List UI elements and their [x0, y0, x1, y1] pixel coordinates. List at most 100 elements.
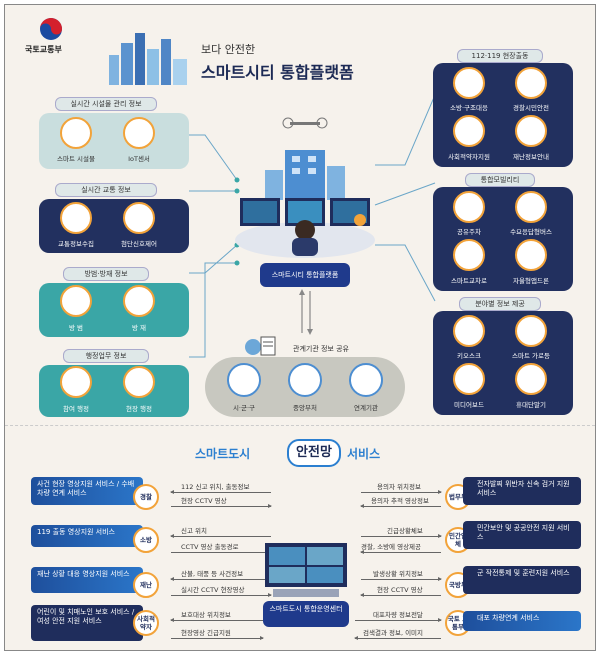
agency-3: 연계기관 — [354, 404, 378, 412]
right-service-1-arrow-2 — [360, 504, 441, 508]
right-section-1-item-1: 소방·구조대응 — [450, 104, 488, 112]
left-section-3-header: 방범·방재 정보 — [63, 267, 149, 281]
left-service-2-arrow-2 — [171, 550, 272, 554]
right-section-1-header: 112·119 현장출동 — [457, 49, 543, 63]
left-service-1-flow-2: 현장 CCTV 영상 — [181, 497, 227, 505]
section-divider — [5, 425, 595, 427]
agency-1: 시·군·구 — [232, 404, 256, 412]
mobile-device-icon — [515, 363, 547, 395]
platform-label: 스마트시티 통합플랫폼 — [271, 271, 339, 279]
right-service-3-flow-1: 발생상황 위치정보 — [373, 570, 423, 578]
taegeuk-icon — [40, 18, 62, 40]
right-section-2-item-3: 스마트교차로 — [451, 277, 487, 285]
shared-parking-icon — [453, 191, 485, 223]
left-service-2-badge: 소방 — [133, 527, 159, 553]
left-service-4-arrow-1 — [170, 618, 263, 622]
right-section-1-item-3: 사회적약자지원 — [448, 153, 490, 161]
right-service-2-arrow-2 — [360, 550, 441, 554]
right-section-2-item-2: 수요응답형버스 — [510, 228, 552, 236]
right-section-2-item-4: 자율형앱드론 — [513, 277, 549, 285]
left-section-1-item-1: 스마트 시설물 — [57, 155, 95, 163]
left-section-2-header: 실시간 교통 정보 — [55, 183, 157, 197]
right-service-3: 군 작전통제 및 훈련지원 서비스 — [463, 566, 581, 594]
service-title-core: 안전망 — [287, 439, 341, 467]
left-service-3-flow-2: 실시간 CCTV 현장영상 — [181, 586, 245, 594]
right-service-2-arrow-1 — [361, 534, 442, 538]
share-arrows — [299, 289, 313, 335]
central-gov-icon — [288, 363, 322, 397]
infographic-frame: 국토교통부 보다 안전한 스마트시티 통합플랫폼 실시간 시설물 관리 정보 스… — [4, 4, 596, 651]
right-section-3-item-4: 휴대단말기 — [516, 401, 546, 409]
left-section-3-item-2: 방 재 — [131, 324, 147, 332]
right-service-4-badge: 국토 교통부 — [445, 610, 471, 636]
field-admin-icon — [123, 366, 155, 398]
left-service-4-flow-2: 현장영상 긴급지원 — [181, 629, 231, 637]
left-section-1-header: 실시간 시설물 관리 정보 — [55, 97, 157, 111]
right-section-3-item-1: 키오스크 — [457, 352, 481, 360]
ops-center-label: 스마트도시 통합운영센터 — [269, 605, 343, 613]
right-section-2-header: 통합모빌리티 — [465, 173, 535, 187]
police-safety-icon — [515, 67, 547, 99]
vulnerable-support-icon — [453, 115, 485, 147]
platform-label-box: 스마트시티 통합플랫폼 — [260, 263, 350, 287]
local-gov-icon — [227, 363, 261, 397]
left-service-3-arrow-1 — [170, 577, 271, 581]
kiosk-icon — [453, 315, 485, 347]
left-service-3-arrow-2 — [171, 593, 272, 597]
service-title-post: 서비스 — [347, 447, 381, 461]
right-service-2-flow-2: 경찰, 소방에 영상제공 — [361, 543, 422, 551]
document-share-icon — [245, 336, 276, 356]
left-service-3: 재난 상황 대응 영상지원 서비스 — [31, 567, 143, 593]
right-section-3-item-3: 미디어보드 — [454, 401, 484, 409]
smart-intersection-icon — [453, 239, 485, 271]
disaster-info-icon — [515, 115, 547, 147]
right-service-1: 전자발찌 위반자 신속 검거 지원 서비스 — [463, 477, 581, 505]
right-section-1-item-2: 경찰시민안전 — [513, 104, 549, 112]
left-service-1-flow-1: 112 신고 위치, 출동정보 — [181, 483, 250, 491]
left-service-2-arrow-1 — [170, 534, 271, 538]
right-service-1-flow-2: 용의자 추적 영상정보 — [371, 497, 429, 505]
left-section-4-item-1: 참여 행정 — [63, 405, 89, 413]
left-connectors — [189, 94, 436, 358]
right-service-4-arrow-2 — [354, 636, 441, 640]
ops-center-box: 스마트도시 통합운영센터 — [263, 601, 349, 627]
left-service-3-flow-1: 산불, 태풍 등 사건정보 — [181, 570, 244, 578]
media-board-icon — [453, 363, 485, 395]
right-service-4-flow-2: 검색결과 정보, 이미지 — [363, 629, 424, 637]
right-service-3-arrow-2 — [360, 593, 441, 597]
traffic-info-icon — [60, 202, 92, 234]
right-section-1-item-4: 재난정보안내 — [513, 153, 549, 161]
left-section-4-header: 행정업무 정보 — [63, 349, 149, 363]
participation-admin-icon — [60, 366, 92, 398]
right-section-2-item-1: 공유주차 — [457, 228, 481, 236]
right-service-4-arrow-1 — [355, 618, 442, 622]
agency-2: 중앙부처 — [293, 404, 317, 412]
right-section-3-header: 분야별 정보 제공 — [459, 297, 541, 311]
left-service-4-badge: 사회적 약자 — [133, 610, 159, 636]
right-service-1-flow-1: 용의자 위치정보 — [377, 483, 421, 491]
traffic-light-icon — [123, 202, 155, 234]
left-service-3-badge: 재난 — [133, 572, 159, 598]
left-section-4-item-2: 현장 행정 — [126, 405, 152, 413]
drone-icon — [515, 239, 547, 271]
left-service-4-arrow-2 — [171, 636, 264, 640]
ministry-logo: 국토교통부 — [23, 17, 83, 57]
control-center-illustration — [235, 117, 375, 258]
service-title-pre: 스마트도시 — [195, 447, 251, 461]
title-line1: 보다 안전한 — [201, 43, 256, 56]
fire-rescue-icon — [453, 67, 485, 99]
iot-sensor-icon — [123, 117, 155, 149]
ops-center-illustration — [265, 543, 347, 597]
right-service-2: 민간보안 및 공공안전 지원 서비스 — [463, 521, 581, 549]
left-section-1-item-2: IoT센서 — [128, 155, 150, 163]
left-service-1-arrow-1 — [170, 490, 271, 494]
right-service-4: 대포 차량연계 서비스 — [463, 611, 581, 631]
left-service-2-flow-2: CCTV 영상 출동경로 — [181, 543, 239, 551]
crime-prevention-icon — [60, 285, 92, 317]
left-service-1: 사건 현장 영상지원 서비스 / 수배차량 연계 서비스 — [31, 477, 143, 505]
left-service-1-badge: 경찰 — [133, 484, 159, 510]
streetlight-icon — [515, 315, 547, 347]
left-service-4-flow-1: 보호대상 위치정보 — [181, 611, 231, 619]
left-section-2-item-2: 첨단신호제어 — [121, 240, 157, 248]
right-service-2-flow-1: 긴급상황체보 — [387, 527, 423, 535]
